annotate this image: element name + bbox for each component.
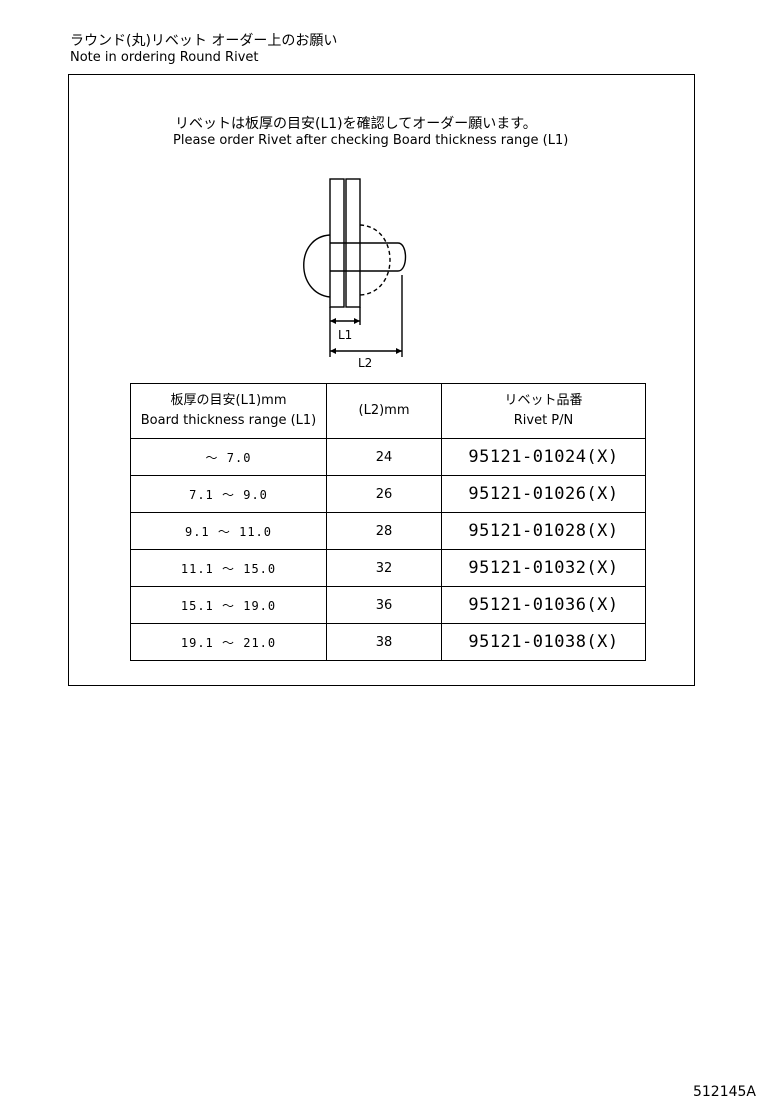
header-range: 板厚の目安(L1)mm Board thickness range (L1) xyxy=(130,383,327,439)
rivet-diagram: L1 L2 xyxy=(303,178,407,370)
l2-cell: 28 xyxy=(326,512,442,550)
content-frame xyxy=(68,74,695,686)
instruction-en: Please order Rivet after checking Board … xyxy=(173,133,569,148)
part-number-cell: 95121-01032(X) xyxy=(441,549,646,587)
part-number-cell: 95121-01028(X) xyxy=(441,512,646,550)
page-subtitle: Note in ordering Round Rivet xyxy=(70,50,259,65)
range-cell: 7.1 ～ 9.0 xyxy=(130,475,327,513)
header-pn-en: Rivet P/N xyxy=(513,413,574,428)
part-number-cell: 95121-01026(X) xyxy=(441,475,646,513)
header-range-en: Board thickness range (L1) xyxy=(140,413,317,428)
instruction-jp: リベットは板厚の目安(L1)を確認してオーダー願います。 xyxy=(175,116,537,132)
document-code: 512145A xyxy=(692,1084,756,1100)
rivet-tail-dashed xyxy=(359,224,391,296)
l2-cell: 32 xyxy=(326,549,442,587)
table-row: 7.1 ～ 9.0 26 95121-01026(X) xyxy=(130,475,646,513)
table-row: 9.1 ～ 11.0 28 95121-01028(X) xyxy=(130,512,646,550)
l2-label: L2 xyxy=(358,356,372,370)
range-cell: 9.1 ～ 11.0 xyxy=(130,512,327,550)
range-cell: 19.1 ～ 21.0 xyxy=(130,623,327,661)
header-l2: (L2)mm xyxy=(326,383,442,439)
l1-label: L1 xyxy=(338,328,352,342)
range-cell: 15.1 ～ 19.0 xyxy=(130,586,327,624)
table-header-row: 板厚の目安(L1)mm Board thickness range (L1) (… xyxy=(130,383,646,439)
table-row: ～ 7.0 24 95121-01024(X) xyxy=(130,438,646,476)
page-title: ラウンド(丸)リベット オーダー上のお願い xyxy=(70,33,338,49)
rivet-shank xyxy=(330,242,407,272)
l2-cell: 36 xyxy=(326,586,442,624)
rivet-table: 板厚の目安(L1)mm Board thickness range (L1) (… xyxy=(130,383,646,661)
table-row: 11.1 ～ 15.0 32 95121-01032(X) xyxy=(130,549,646,587)
l2-cell: 26 xyxy=(326,475,442,513)
header-range-jp: 板厚の目安(L1)mm xyxy=(170,393,287,408)
header-pn-jp: リベット品番 xyxy=(504,393,583,408)
rivet-head xyxy=(303,234,331,298)
range-cell: 11.1 ～ 15.0 xyxy=(130,549,327,587)
range-cell: ～ 7.0 xyxy=(130,438,327,476)
header-pn: リベット品番 Rivet P/N xyxy=(441,383,646,439)
part-number-cell: 95121-01024(X) xyxy=(441,438,646,476)
l2-cell: 38 xyxy=(326,623,442,661)
table-row: 19.1 ～ 21.0 38 95121-01038(X) xyxy=(130,623,646,661)
l2-cell: 24 xyxy=(326,438,442,476)
part-number-cell: 95121-01036(X) xyxy=(441,586,646,624)
part-number-cell: 95121-01038(X) xyxy=(441,623,646,661)
table-row: 15.1 ～ 19.0 36 95121-01036(X) xyxy=(130,586,646,624)
